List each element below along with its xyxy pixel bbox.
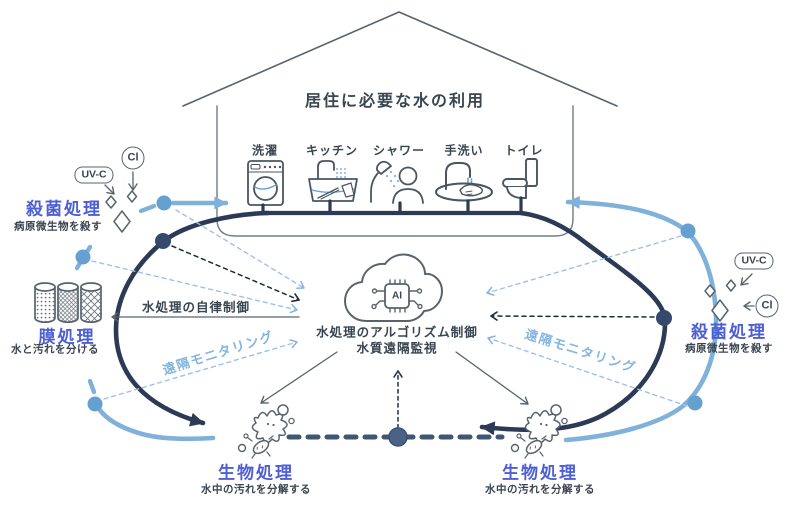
fixture-label-shower: シャワー: [372, 143, 426, 158]
node-dots: [75, 195, 703, 447]
ai-cloud-icon: [344, 253, 443, 322]
diagram-title: 居住に必要な水の利用: [304, 93, 486, 110]
cloud-caption-line2: 水質遠隔監視: [356, 341, 438, 356]
waste-arc-left: [113, 210, 271, 427]
bio-right-title: 生物処理: [502, 463, 578, 483]
sterilization-right-subtitle: 病原微生物を殺す: [685, 342, 773, 355]
clean-curve-bottom-left: [94, 403, 216, 442]
clean-node: [75, 249, 91, 265]
uvc-left-arrow: [104, 184, 115, 195]
fixture-label-handwash: 手洗い: [444, 143, 484, 158]
sterilization-left-title: 殺菌処理: [26, 199, 102, 219]
waste-arc-right: [479, 210, 668, 436]
washing-machine-icon: [247, 160, 284, 206]
control-arrows: [104, 171, 755, 405]
clean-node: [680, 223, 696, 239]
bio-node: [388, 427, 408, 447]
clean-node: [156, 195, 172, 211]
monitor-line-left-3: [103, 339, 298, 400]
waste-node: [656, 310, 672, 326]
membrane-subtitle: 水と汚れを分ける: [11, 343, 99, 356]
membrane-title: 膜処理: [38, 327, 96, 347]
bio-left-subtitle: 水中の汚れを分解する: [201, 483, 311, 496]
sterilization-left-subtitle: 病原微生物を殺す: [14, 220, 102, 233]
clean-node: [687, 395, 703, 411]
autonomous-control-label: 水処理の自律制御: [141, 300, 251, 315]
cloud-to-bio-right: [455, 351, 529, 405]
monitor-line-right-2: [487, 335, 688, 407]
cloud-caption-line1: 水処理のアルゴリズム制御: [316, 325, 478, 340]
sparkle-icon: [105, 190, 138, 233]
control-line-right: [490, 311, 655, 321]
bio-left-title: 生物処理: [218, 463, 294, 483]
fixture-label-laundry: 洗濯: [251, 143, 279, 158]
fixture-label-toilet: トイレ: [504, 143, 544, 158]
monitor-line-left-2: [91, 260, 298, 314]
cl-badge-left: Cl: [121, 146, 145, 170]
uvc-badge-right: UV-C: [734, 252, 774, 270]
uvc-badge-left: UV-C: [74, 166, 114, 184]
control-line-left: [171, 245, 300, 303]
sparkle-icon: [704, 279, 737, 322]
cloud-to-bio-left: [260, 351, 338, 404]
clean-node: [87, 396, 103, 412]
shower-icon: [370, 160, 424, 204]
sterilization-right-title: 殺菌処理: [691, 322, 767, 342]
ai-chip-label: AI: [392, 290, 402, 302]
microbe-icon: [237, 404, 295, 459]
kitchen-icon: [308, 160, 358, 202]
fixture-label-kitchen: キッチン: [305, 143, 359, 158]
monitor-line-left-1: [175, 209, 305, 290]
wastewater-pipes: [113, 196, 668, 436]
cl-badge-right: Cl: [755, 294, 779, 318]
monitor-line-right-1: [486, 235, 682, 296]
membrane-filter-icon: [34, 282, 102, 324]
waste-node: [155, 233, 171, 249]
toilet-icon: [502, 158, 538, 199]
bio-right-subtitle: 水中の汚れを分解する: [485, 483, 595, 496]
hand-wash-icon: [435, 162, 493, 202]
uvc-right-arrow: [740, 273, 753, 286]
clean-arc-right: [563, 195, 719, 443]
house-outline: [182, 11, 618, 237]
